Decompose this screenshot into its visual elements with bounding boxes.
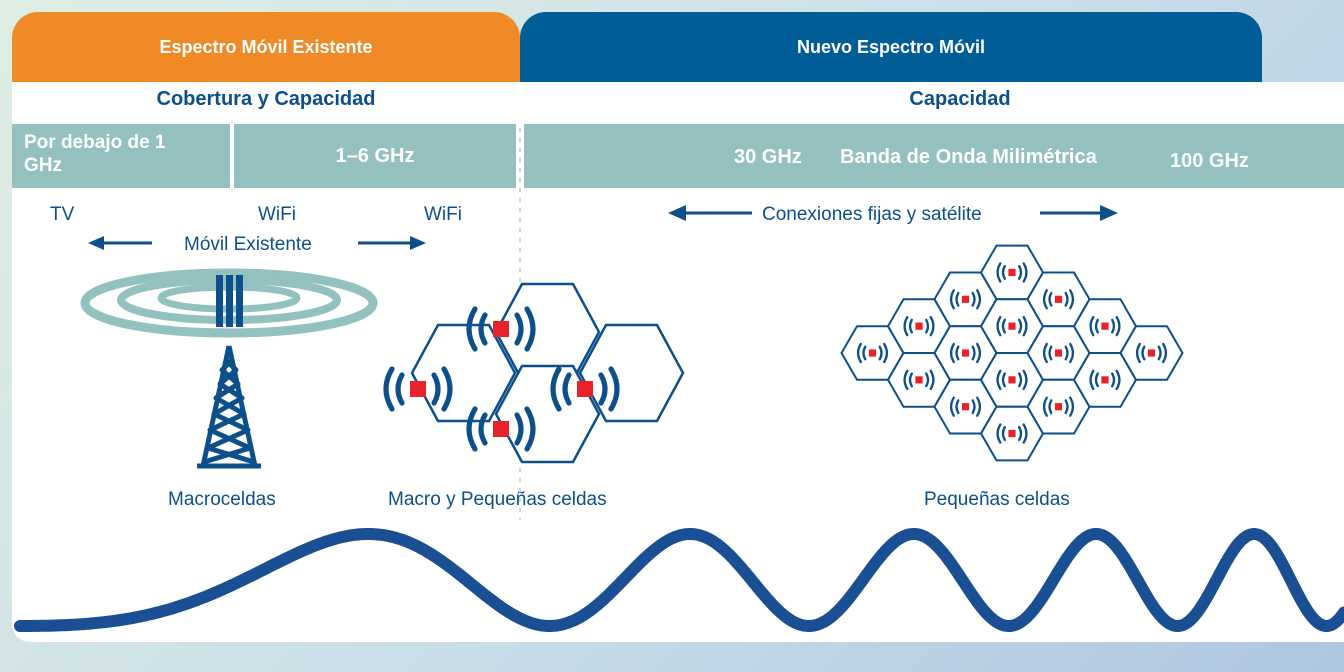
label-tv: TV xyxy=(50,204,75,225)
label-mobile-existing: Móvil Existente xyxy=(184,234,312,255)
subheader-capacity: Capacidad xyxy=(909,88,1011,110)
label-wifi-2: WiFi xyxy=(424,204,462,225)
band-1-6ghz-label: 1–6 GHz xyxy=(335,145,415,167)
label-macrocells: Macroceldas xyxy=(168,489,276,510)
label-small-cells: Pequeñas celdas xyxy=(924,489,1070,510)
tab-new-spectrum: Nuevo Espectro Móvil xyxy=(520,12,1262,82)
band-100ghz-label: 100 GHz xyxy=(1170,150,1249,172)
band-below-1ghz-label: Por debajo de 1 GHz xyxy=(24,132,166,176)
band-1-6ghz: 1–6 GHz xyxy=(234,124,516,188)
band-mmwave-label: Banda de Onda Milimétrica xyxy=(840,146,1097,168)
label-macro-small-cells: Macro y Pequeñas celdas xyxy=(388,489,607,510)
small-cells-honeycomb xyxy=(840,244,1184,462)
label-wifi-1: WiFi xyxy=(258,204,296,225)
tab-existing-spectrum: Espectro Móvil Existente xyxy=(12,12,520,82)
band-below-1ghz: Por debajo de 1 GHz xyxy=(12,124,230,188)
wave-graphic xyxy=(14,528,1344,632)
subheader-coverage-capacity: Cobertura y Capacidad xyxy=(156,88,376,110)
tower-icon xyxy=(80,268,378,469)
label-fixed-satellite: Conexiones fijas y satélite xyxy=(762,204,982,225)
band-mmwave: 30 GHz Banda de Onda Milimétrica 100 GHz xyxy=(524,124,1344,188)
macro-small-hex-cluster xyxy=(410,282,685,464)
band-30ghz-label: 30 GHz xyxy=(734,146,802,168)
